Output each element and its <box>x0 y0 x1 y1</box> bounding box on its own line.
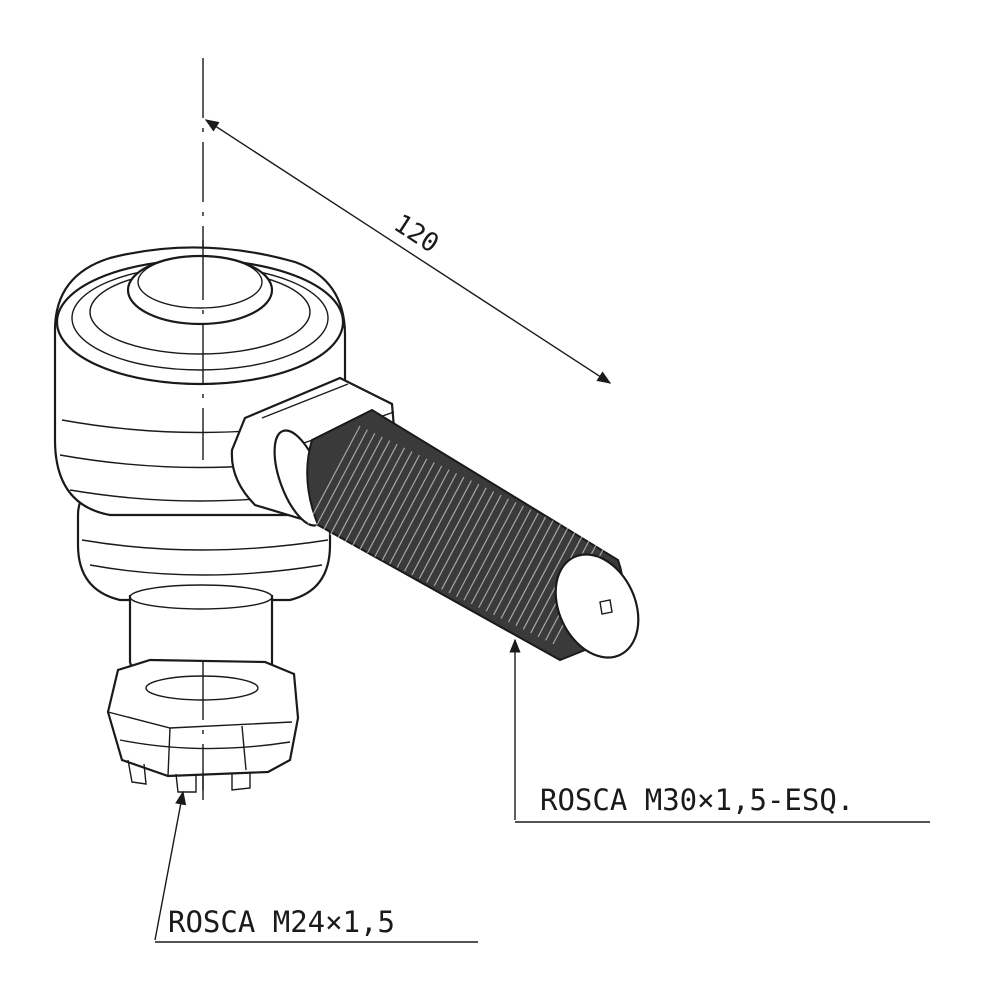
thread-line <box>329 436 383 536</box>
shank-thread-callout: ROSCA M30×1,5-ESQ. <box>540 783 854 817</box>
thread-line <box>507 523 561 623</box>
stud-thread-callout: ROSCA M24×1,5 <box>168 905 395 939</box>
thread-line <box>522 531 576 630</box>
thread-line <box>515 527 569 627</box>
threaded-shank <box>306 408 640 662</box>
thread-line <box>426 483 480 583</box>
stud-leader-diagonal <box>154 790 187 941</box>
thread-line <box>344 443 398 543</box>
socket-housing <box>53 240 347 602</box>
thread-line <box>352 447 406 547</box>
thread-line <box>359 451 413 550</box>
dimension-value-label: 120 <box>388 209 444 260</box>
thread-line <box>366 454 420 554</box>
thread-line <box>500 520 554 619</box>
dimension-line <box>204 119 612 384</box>
shank-thread-lines <box>307 425 606 645</box>
thread-line <box>322 432 376 532</box>
thread-line <box>455 498 510 598</box>
thread-line <box>470 505 524 605</box>
thread-line <box>411 476 465 576</box>
thread-line <box>314 429 368 528</box>
thread-line <box>493 516 547 616</box>
thread-line <box>403 472 458 572</box>
thread-line <box>463 502 517 601</box>
thread-line <box>441 491 495 590</box>
thread-line <box>337 440 391 539</box>
thread-line <box>389 465 443 565</box>
thread-line <box>396 469 450 568</box>
thread-line <box>448 494 502 594</box>
shank-end-face <box>554 553 640 659</box>
thread-line <box>485 512 539 612</box>
thread-line <box>374 458 428 558</box>
thread-line <box>381 462 435 561</box>
thread-line <box>307 425 361 525</box>
castle-nut <box>106 658 300 800</box>
thread-line <box>478 509 532 608</box>
thread-line <box>433 487 487 587</box>
thread-line <box>418 480 472 579</box>
